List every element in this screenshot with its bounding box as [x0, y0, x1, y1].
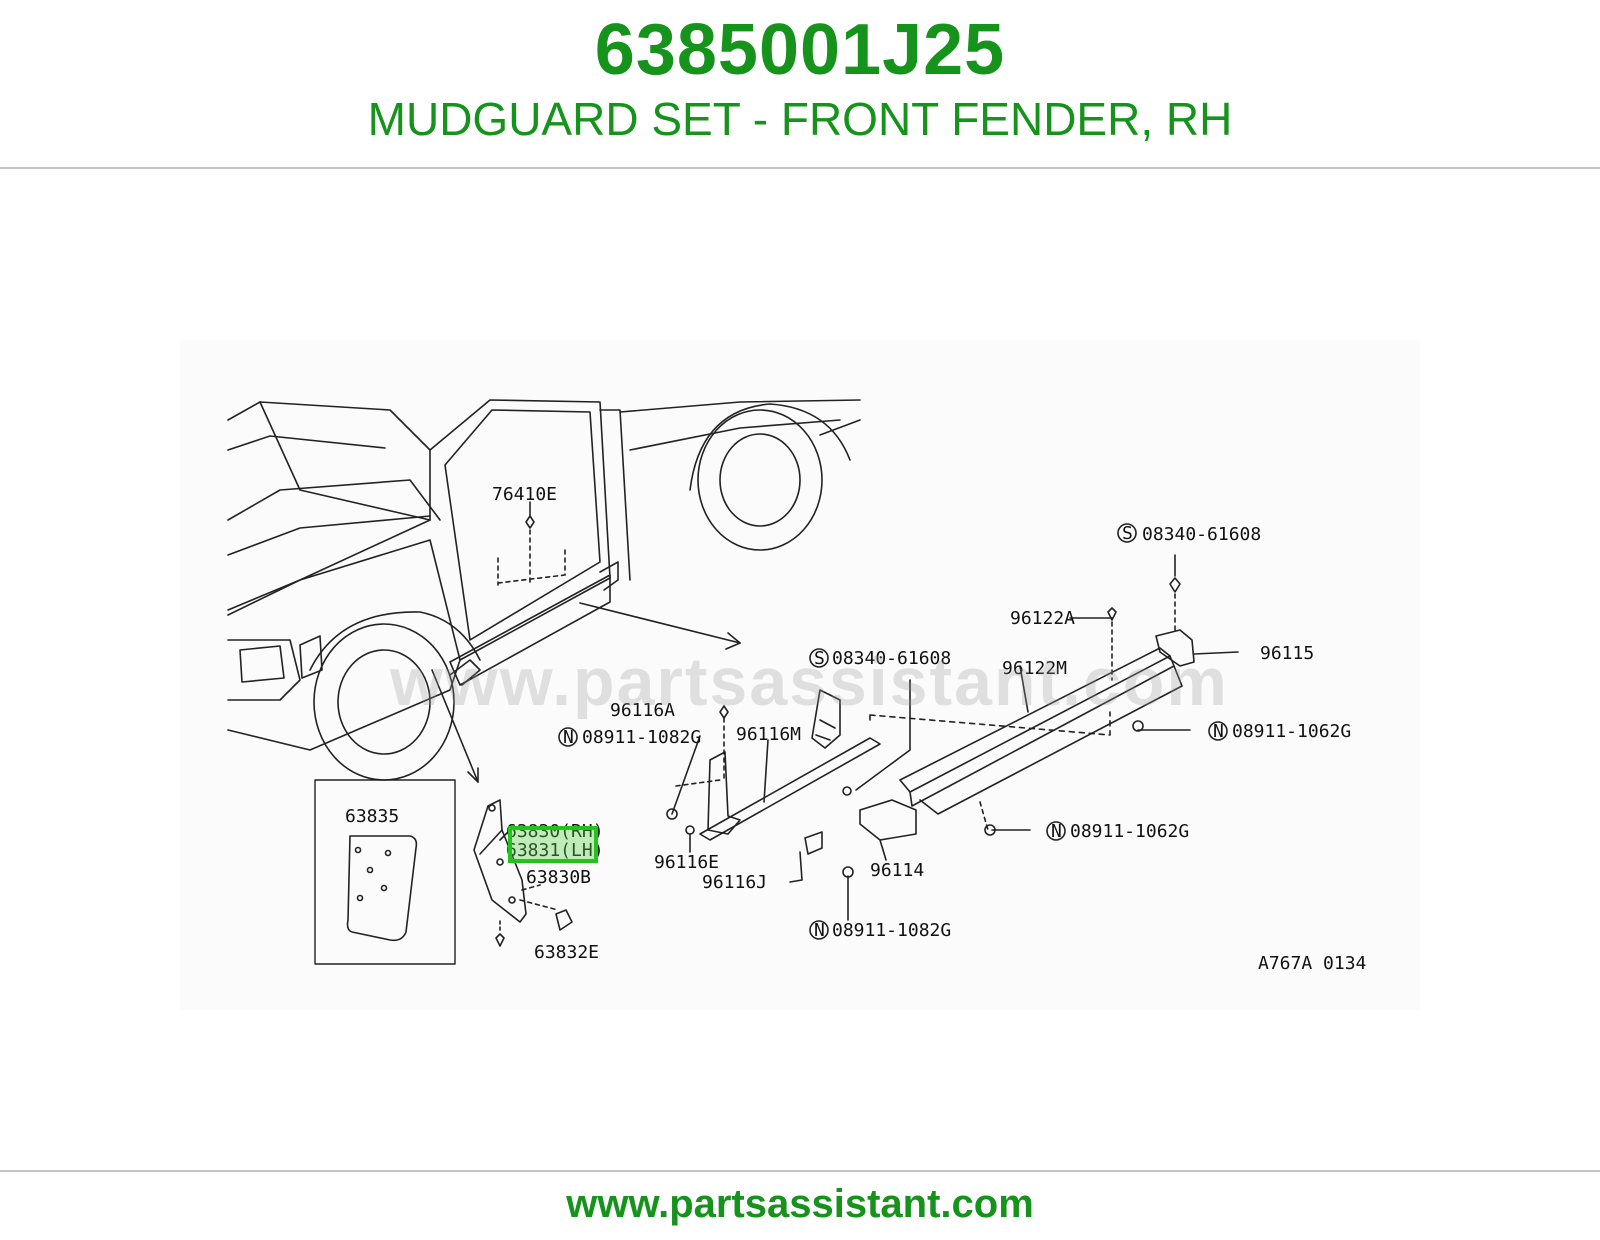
screw-08340: [1169, 577, 1181, 593]
nut-08911-1062g: [1132, 720, 1144, 732]
prefix-n-3: N: [1051, 821, 1062, 842]
callout-63831-lh: 63831(LH): [506, 840, 604, 861]
screw-63832e: [495, 933, 505, 947]
bracket-96115: [1155, 629, 1195, 667]
bracket-63830: [473, 799, 527, 923]
callout-08340-61608-top: 08340-61608: [1142, 524, 1261, 545]
truck-body-drawing: [227, 399, 861, 781]
part-number-title: 6385001J25: [594, 10, 1006, 90]
clip-76410e: [525, 515, 535, 529]
callout-96122a: 96122A: [1010, 608, 1075, 629]
callout-63830b: 63830B: [526, 867, 591, 888]
callout-63832e: 63832E: [534, 942, 599, 963]
highlighted-part-callout[interactable]: [508, 826, 598, 863]
callout-08911-1062g-lower: 08911-1062G: [1070, 821, 1189, 842]
callout-76410e: 76410E: [492, 484, 557, 505]
header-divider: [0, 167, 1600, 169]
arrow-to-step-assembly: [579, 602, 741, 644]
bracket-upper: [811, 689, 841, 749]
bolt-96116a: [719, 705, 729, 719]
page-header: 6385001J25 MUDGUARD SET - FRONT FENDER, …: [0, 0, 1600, 168]
callout-96115: 96115: [1260, 643, 1314, 664]
clip-63830b: [555, 909, 573, 931]
callout-96116e: 96116E: [654, 852, 719, 873]
nut-08911-1082g: [666, 808, 678, 820]
callout-08911-1082g-upper: 08911-1082G: [582, 727, 701, 748]
clip-96116e: [685, 825, 695, 835]
callout-96116m: 96116M: [736, 724, 801, 745]
callout-96122m: 96122M: [1002, 658, 1067, 679]
prefix-n-4: N: [814, 920, 825, 941]
footer-url[interactable]: www.partsassistant.com: [566, 1182, 1034, 1226]
watermark-text: www.partsassistant.com: [390, 644, 1229, 720]
exploded-view-drawing: 76410E S 08340-61608 96122A 96115 S 0834…: [227, 399, 1366, 974]
footer-divider: [0, 1170, 1600, 1172]
rail-96116j: [699, 737, 881, 841]
mudguard-flap-63835: [346, 835, 418, 942]
callout-96114: 96114: [870, 860, 924, 881]
prefix-s-mid: S: [814, 648, 825, 669]
callout-96116a: 96116A: [610, 700, 675, 721]
callout-08340-61608-mid: 08340-61608: [832, 648, 951, 669]
step-pad-96114: [859, 799, 917, 841]
prefix-s-top: S: [1122, 523, 1133, 544]
part-description: MUDGUARD SET - FRONT FENDER, RH: [367, 93, 1233, 145]
prefix-n-1: N: [563, 727, 574, 748]
callout-08911-1062g-right: 08911-1062G: [1232, 721, 1351, 742]
figure-code: A767A 0134: [1258, 953, 1366, 974]
bracket-96116m: [707, 751, 741, 835]
callout-08911-1082g-lower: 08911-1082G: [832, 920, 951, 941]
parts-diagram: 76410E S 08340-61608 96122A 96115 S 0834…: [180, 340, 1420, 1010]
arrow-to-mudguard: [431, 669, 479, 783]
mudguard-inset-box: [314, 779, 456, 965]
callout-96116j: 96116J: [702, 872, 767, 893]
callout-63835: 63835: [345, 806, 399, 827]
prefix-n-2: N: [1213, 721, 1224, 742]
